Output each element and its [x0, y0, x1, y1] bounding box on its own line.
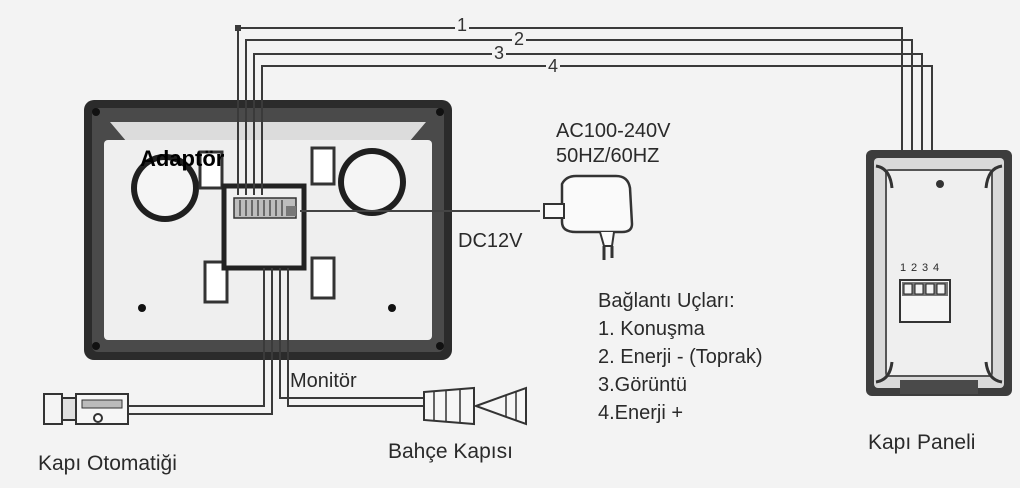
ac-voltage-label: AC100-240V — [556, 120, 671, 142]
monitor-unit — [84, 100, 452, 360]
panel-terminal-3: 3 — [922, 262, 929, 274]
ac-frequency-label: 50HZ/60HZ — [556, 145, 660, 167]
wire-number-4: 4 — [546, 56, 561, 76]
terminal-legend-item: 3.Görüntü — [598, 374, 687, 396]
wire-number-3: 3 — [492, 43, 507, 63]
panel-terminal-1: 1 — [900, 262, 907, 274]
door-lock-device — [43, 393, 129, 425]
power-adapter — [543, 174, 634, 260]
panel-terminal-2: 2 — [911, 262, 918, 274]
garden-gate-label: Bahçe Kapısı — [388, 440, 513, 463]
adapter-label: Adaptör — [140, 146, 225, 171]
garden-gate-device — [423, 386, 527, 426]
terminal-legend-item: 2. Enerji - (Toprak) — [598, 346, 763, 368]
panel-terminal-4: 4 — [933, 262, 940, 274]
door-lock-label: Kapı Otomatiği — [38, 452, 177, 475]
monitor-label: Monitör — [290, 370, 357, 392]
accessory-wires — [128, 268, 424, 415]
terminal-legend-title: Bağlantı Uçları: — [598, 290, 735, 312]
dc-voltage-label: DC12V — [458, 230, 523, 252]
door-panel — [866, 150, 1012, 396]
door-panel-label: Kapı Paneli — [868, 431, 976, 454]
terminal-legend-item: 1. Konuşma — [598, 318, 705, 340]
terminal-legend-item: 4.Enerji + — [598, 402, 684, 424]
wire-number-2: 2 — [512, 29, 527, 49]
wire-number-1: 1 — [455, 15, 470, 35]
